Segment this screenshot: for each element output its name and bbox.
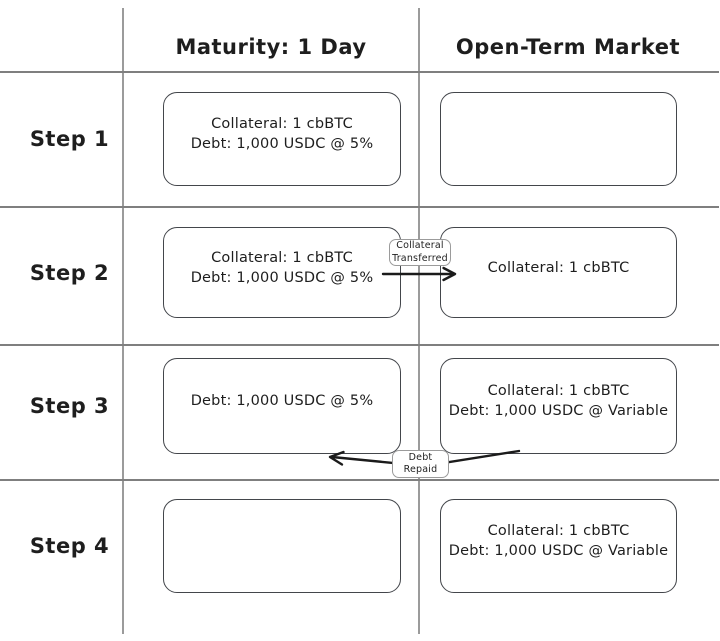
grid-vline-step-column [122,8,124,634]
debt-repaid-label: Debt Repaid [392,450,449,478]
tag-line: Collateral [396,240,444,252]
box-text-line: Debt: 1,000 USDC @ Variable [448,543,669,559]
box-text-line: Debt: 1,000 USDC @ 5% [190,269,374,286]
tag-line: Transferred [392,252,448,264]
step-4-maturity-box-empty [163,499,401,593]
step-4-open-term-box: Collateral: 1 cbBTC Debt: 1,000 USDC @ V… [440,499,677,593]
box-text-line: Debt: 1,000 USDC @ Variable [448,403,669,419]
step-3-open-term-box: Collateral: 1 cbBTC Debt: 1,000 USDC @ V… [440,358,677,454]
box-text-line: Debt: 1,000 USDC @ 5% [190,136,374,152]
box-text-line: Collateral: 1 cbBTC [487,383,630,399]
step-1-maturity-box: Collateral: 1 cbBTC Debt: 1,000 USDC @ 5… [163,92,401,186]
box-text-line: Collateral: 1 cbBTC [487,259,630,276]
step-1-open-term-box-empty [440,92,677,186]
box-text-line: Collateral: 1 cbBTC [211,249,353,266]
grid-hline-step2-step3 [0,344,719,346]
box-text-line: Debt: 1,000 USDC @ 5% [190,393,374,409]
step-3-label: Step 3 [29,394,110,418]
grid-hline-step3-step4 [0,479,719,481]
grid-hline-step1-step2 [0,206,719,208]
grid-hline-header [0,71,719,73]
box-text-line: Collateral: 1 cbBTC [487,523,630,539]
tag-line: Debt [408,451,433,463]
step-4-label: Step 4 [29,534,110,558]
step-2-open-term-box: Collateral: 1 cbBTC [440,227,677,318]
grid-vline-column-divider [418,8,420,634]
step-2-label: Step 2 [29,260,110,285]
step-2-maturity-box: Collateral: 1 cbBTC Debt: 1,000 USDC @ 5… [163,227,401,318]
step-3-maturity-box: Debt: 1,000 USDC @ 5% [163,358,401,454]
column-header-open-term: Open-Term Market [455,35,681,59]
box-text-line: Collateral: 1 cbBTC [211,116,353,132]
collateral-transferred-label: Collateral Transferred [389,239,451,266]
tag-line: Repaid [403,464,438,475]
step-1-label: Step 1 [29,127,110,151]
column-header-maturity: Maturity: 1 Day [175,35,367,59]
